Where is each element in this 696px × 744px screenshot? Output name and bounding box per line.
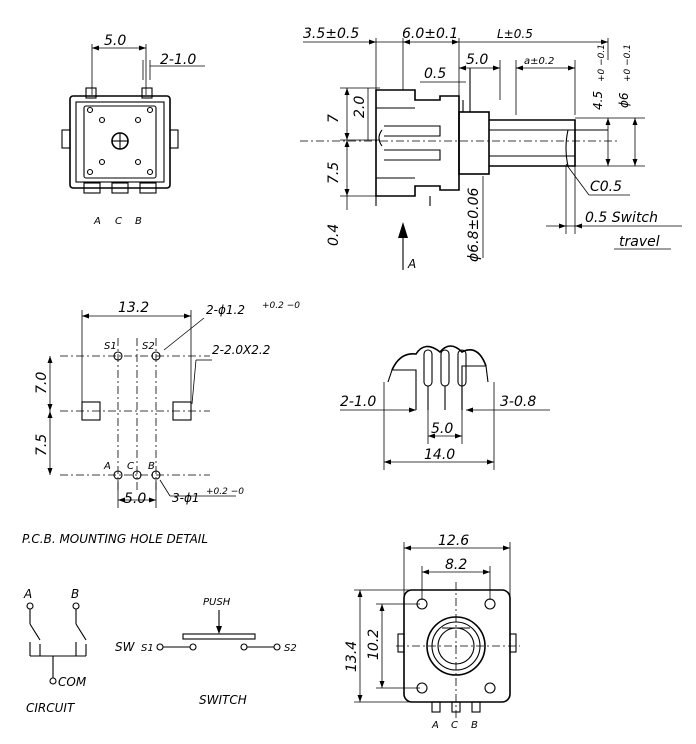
dim-6-0-label: 6.0±0.1 xyxy=(402,26,458,42)
switch-sw-label: SW xyxy=(115,640,136,654)
dim-pitch-label: 5.0 xyxy=(104,33,126,49)
switch-travel-line2: travel xyxy=(619,234,660,250)
pcb-pin-c-label: C xyxy=(127,461,134,472)
dim-13-2-label: 13.2 xyxy=(118,300,149,316)
dim-pcb-5-0-label: 5.0 xyxy=(124,491,146,507)
switch-s2-label: S2 xyxy=(284,643,297,654)
dim-pins-5-0-label: 5.0 xyxy=(431,421,453,437)
bottom-view: 12.6 8.2 13.4 10.2 xyxy=(344,533,520,731)
dim-0-5-label: 0.5 xyxy=(424,66,446,82)
dim-14-0-label: 14.0 xyxy=(424,447,455,463)
dim-7-5-label: 7.5 xyxy=(326,162,342,184)
side-view: 3.5±0.5 6.0±0.1 L±0.5 5.0 a±0.2 0.5 7 7.… xyxy=(300,26,682,271)
bottom-pin-a-label: A xyxy=(431,720,439,731)
dim-a-label: a±0.2 xyxy=(524,56,554,67)
dim-2-0-label: 2.0 xyxy=(352,96,368,118)
s2-label: S2 xyxy=(142,341,155,352)
circuit-diagram: A B COM CIRCUIT xyxy=(23,587,87,715)
circuit-b-label: B xyxy=(71,587,79,601)
pin-b-label: B xyxy=(135,216,142,227)
chamfer-label: C0.5 xyxy=(590,179,622,195)
pin-front-view: 2-1.0 3-0.8 5.0 14.0 xyxy=(340,345,550,470)
dim-4-5-label: 4.5 xyxy=(591,91,605,110)
dim-3-5-label: 3.5±0.5 xyxy=(303,26,359,42)
circuit-com-label: COM xyxy=(58,675,87,689)
circuit-a-label: A xyxy=(23,587,32,601)
dim-10-2-label: 10.2 xyxy=(366,629,382,660)
dim-pin-width-label: 2-1.0 xyxy=(160,52,196,68)
dim-phi6-tol-label: +0 −0.1 xyxy=(623,44,633,82)
bottom-pin-b-label: B xyxy=(471,720,478,731)
pcb-hole-detail: 13.2 2-ϕ1.2 +0.2 −0 2-2.0X2.2 S1 S2 A C … xyxy=(22,300,300,546)
switch-travel-line1: 0.5 Switch xyxy=(585,210,658,226)
dim-phi6-8-label: ϕ6.8±0.06 xyxy=(466,188,482,262)
bottom-pin-c-label: C xyxy=(451,720,458,731)
switch-push-label: PUSH xyxy=(203,597,231,608)
holes-abc-tol-label: +0.2 −0 xyxy=(206,487,244,497)
dim-pcb-7-5-label: 7.5 xyxy=(34,434,50,456)
pcb-pin-a-label: A xyxy=(103,461,111,472)
dim-12-6-label: 12.6 xyxy=(438,533,469,549)
holes-s-tol-label: +0.2 −0 xyxy=(262,301,300,311)
switch-title: SWITCH xyxy=(199,693,247,707)
dim-pins-right-label: 3-0.8 xyxy=(500,394,536,410)
dim-0-4-label: 0.4 xyxy=(326,224,342,246)
pcb-pin-b-label: B xyxy=(148,461,155,472)
dim-4-5-tol-label: +0 −0.1 xyxy=(597,44,607,82)
pin-a-label: A xyxy=(93,216,101,227)
view-arrow-label: A xyxy=(407,257,416,271)
dim-pins-left-label: 2-1.0 xyxy=(340,394,376,410)
top-front-view: 5.0 2-1.0 A C B xyxy=(61,33,205,227)
pcb-title: P.C.B. MOUNTING HOLE DETAIL xyxy=(22,532,208,546)
dim-8-2-label: 8.2 xyxy=(445,557,467,573)
dim-7-0-label: 7.0 xyxy=(34,372,50,394)
dim-phi6-label: ϕ6 xyxy=(617,92,631,108)
switch-diagram: PUSH SW S1 S2 SWITCH xyxy=(115,597,297,707)
pin-c-label: C xyxy=(115,216,122,227)
dim-13-4-label: 13.4 xyxy=(344,641,360,672)
holes-s-label: 2-ϕ1.2 xyxy=(206,303,245,317)
slots-label: 2-2.0X2.2 xyxy=(212,343,270,357)
switch-s1-label: S1 xyxy=(141,643,154,654)
dim-l-label: L±0.5 xyxy=(497,27,533,41)
dim-5-0-label: 5.0 xyxy=(466,52,488,68)
circuit-title: CIRCUIT xyxy=(26,701,76,715)
dim-7-label: 7 xyxy=(326,114,342,123)
s1-label: S1 xyxy=(104,341,117,352)
holes-abc-label: 3-ϕ1 xyxy=(172,491,200,505)
